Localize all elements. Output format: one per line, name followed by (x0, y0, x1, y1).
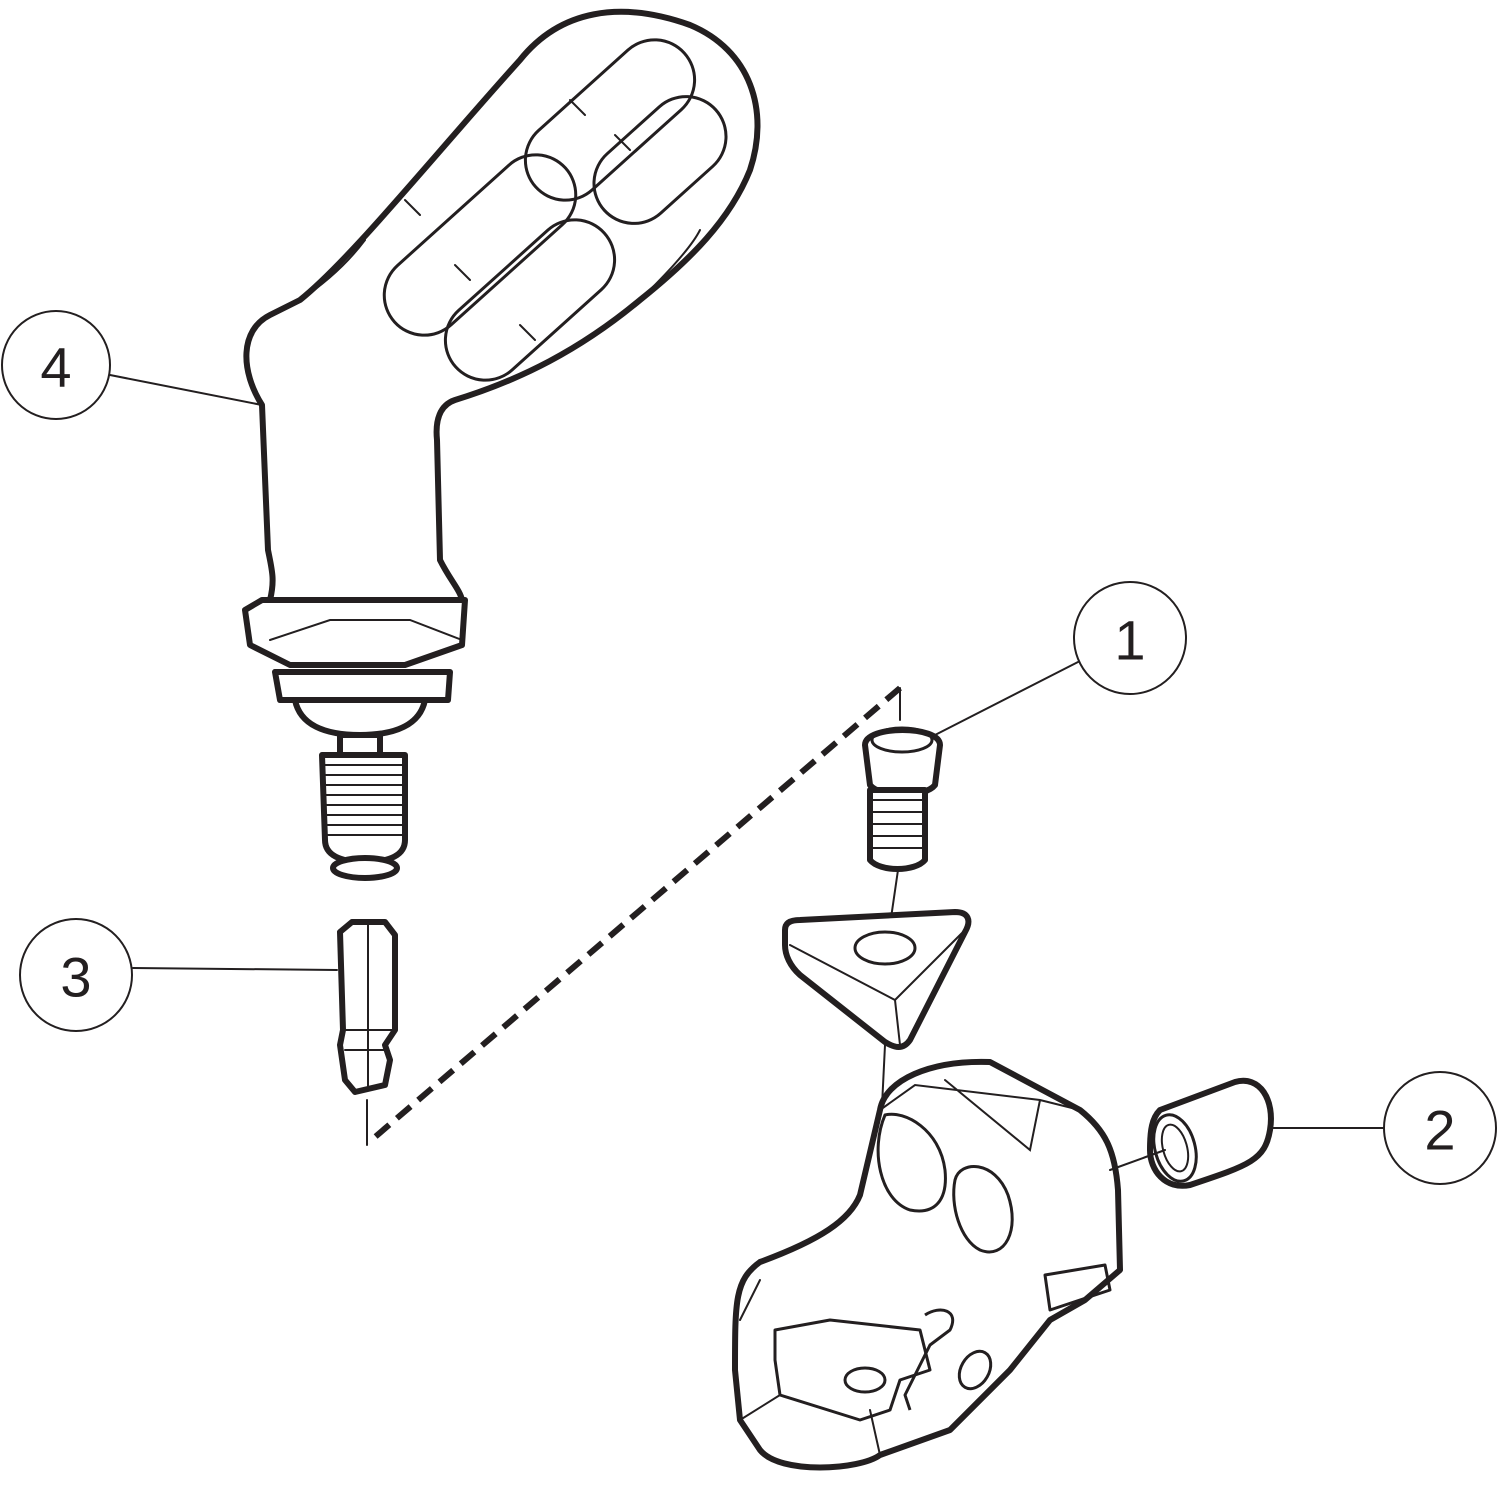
leader-line-2 (1109, 1127, 1385, 1171)
callout-label: 4 (40, 336, 71, 399)
sleeve-part-2 (1147, 1077, 1274, 1189)
callout-4: 4 (1, 310, 111, 420)
callout-1: 1 (1073, 581, 1187, 695)
torx-bit-part-3 (337, 919, 398, 1095)
insert-screw-part-1 (862, 726, 943, 926)
axis-lines (366, 687, 901, 1146)
callout-2: 2 (1383, 1071, 1497, 1185)
assembly-dashed-line (366, 685, 902, 1146)
leader-line-1 (934, 661, 1079, 736)
cartridge-body (732, 1058, 1123, 1471)
leader-line-3 (132, 967, 338, 971)
callout-label: 2 (1424, 1099, 1455, 1162)
leader-line-4 (109, 374, 263, 406)
torque-handle-part-4 (242, 8, 761, 881)
callout-label: 3 (60, 946, 91, 1009)
callout-label: 1 (1114, 609, 1145, 672)
callout-3: 3 (19, 918, 133, 1032)
cutting-insert (782, 909, 972, 1351)
